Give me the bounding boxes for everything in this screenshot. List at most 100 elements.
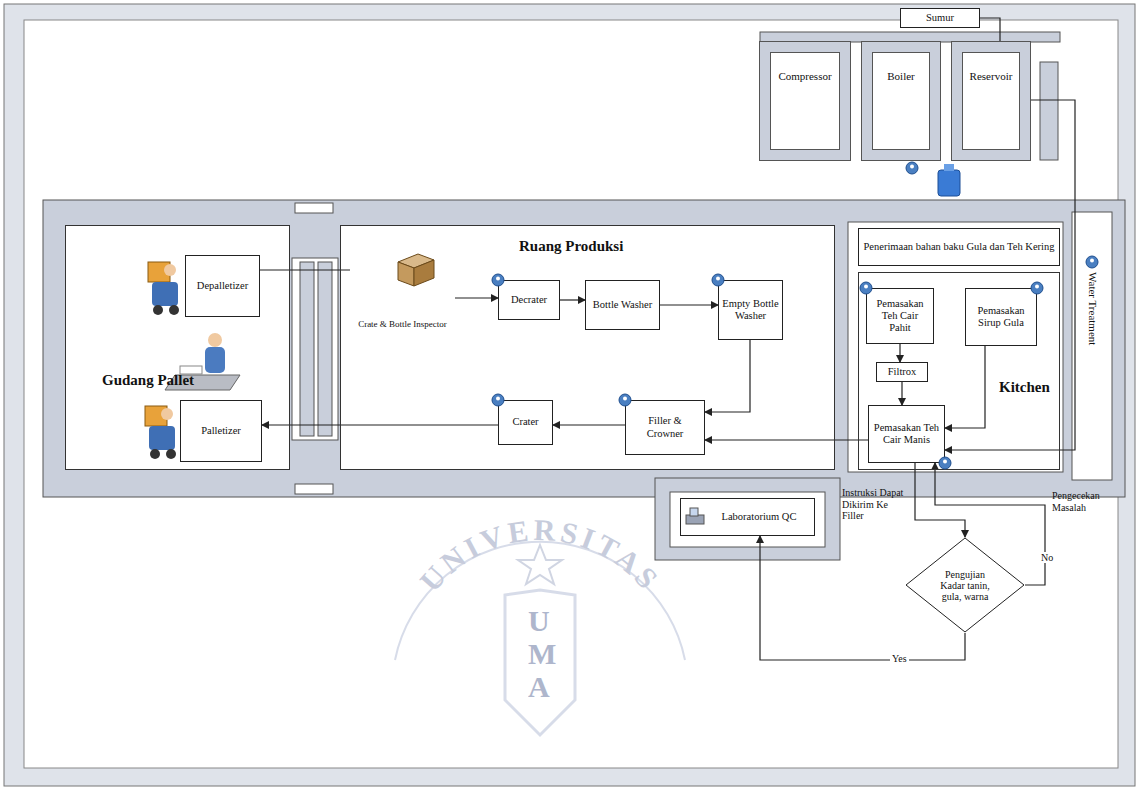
connector bbox=[262, 424, 498, 425]
station-icon bbox=[492, 274, 504, 286]
wall bbox=[300, 262, 314, 436]
kitchen-area: KitchenPemasakan Teh Cair PahitPemasakan… bbox=[858, 272, 1060, 470]
station-icon bbox=[910, 165, 914, 169]
crate-icon bbox=[414, 260, 434, 286]
node-label: Decrater bbox=[511, 294, 547, 306]
node-label: Pengujian Kadar tanin, gula, warna bbox=[934, 569, 996, 602]
station-icon bbox=[492, 394, 504, 406]
forklift-icon bbox=[145, 406, 176, 459]
area-title: Gudang Pallet bbox=[102, 372, 194, 389]
inspector-station: Crate & Bottle Inspector bbox=[350, 248, 455, 333]
station-icon bbox=[492, 274, 504, 286]
lab-floor bbox=[670, 492, 825, 547]
node-label: Palletizer bbox=[201, 425, 241, 437]
station-icon bbox=[712, 274, 724, 286]
station-icon bbox=[716, 277, 720, 281]
edge-label: No bbox=[1039, 552, 1055, 563]
note-text: Pengecekan Masalah bbox=[1052, 490, 1114, 513]
well-box: Sumur bbox=[900, 8, 980, 28]
connector bbox=[901, 382, 902, 405]
connector bbox=[455, 297, 498, 298]
corridor bbox=[292, 258, 338, 440]
connector bbox=[705, 439, 868, 440]
station-icon bbox=[619, 394, 631, 406]
station-icon bbox=[1031, 282, 1043, 294]
machine-box: Decrater bbox=[498, 280, 560, 320]
area-title: Ruang Produksi bbox=[519, 238, 623, 255]
station-icon bbox=[496, 397, 500, 401]
machine-box: Bottle Washer bbox=[585, 280, 660, 330]
connector bbox=[980, 18, 1000, 42]
utility-room: Reservoir bbox=[952, 42, 1030, 160]
connector bbox=[899, 344, 900, 362]
station-icon bbox=[906, 162, 918, 174]
connector bbox=[660, 304, 718, 305]
machine-box: Crater bbox=[498, 400, 553, 445]
node-label: Compressor bbox=[778, 70, 831, 82]
lab-wall bbox=[655, 478, 840, 560]
production-area: Ruang ProduksiCrate & Bottle InspectorDe… bbox=[340, 225, 835, 470]
utility-room: Boiler bbox=[862, 42, 940, 160]
watermark-text: UNIVERSITAS bbox=[413, 513, 667, 598]
node-label: Sumur bbox=[926, 12, 954, 24]
node-label: Boiler bbox=[887, 70, 915, 82]
station-icon bbox=[1086, 256, 1098, 268]
watermark-text: UMA bbox=[528, 604, 558, 703]
crate-icon bbox=[394, 250, 438, 290]
watermark-star bbox=[518, 545, 562, 584]
corridor bbox=[1072, 212, 1112, 480]
station-icon bbox=[492, 394, 504, 406]
decision-diamond: Pengujian Kadar tanin, gula, warna bbox=[905, 537, 1025, 633]
station-icon bbox=[1090, 259, 1094, 263]
node-label: Penerimaan bahan baku Gula dan Teh Kerin… bbox=[864, 241, 1055, 253]
connector bbox=[915, 463, 965, 537]
room-floor bbox=[65, 225, 290, 470]
lab-box: Laboratorium QC bbox=[680, 498, 815, 536]
machine-box: Palletizer bbox=[180, 400, 262, 462]
node-label: Reservoir bbox=[970, 70, 1013, 82]
node-label: Bottle Washer bbox=[593, 299, 652, 311]
utility-room: Compressor bbox=[760, 42, 850, 160]
connector bbox=[553, 424, 625, 425]
station-icon bbox=[860, 282, 872, 294]
process-box: Pemasakan Teh Cair Manis bbox=[868, 405, 945, 463]
station-icon bbox=[906, 162, 918, 174]
process-box: Pemasakan Sirup Gula bbox=[965, 288, 1037, 346]
process-box: Filtrox bbox=[876, 362, 928, 382]
connector bbox=[560, 299, 585, 300]
station-icon bbox=[860, 282, 872, 294]
station-icon bbox=[496, 277, 500, 281]
station-icon bbox=[1035, 285, 1039, 289]
process-box: Pemasakan Teh Cair Pahit bbox=[866, 288, 934, 344]
watermark-text: UNIVERSITAS bbox=[413, 513, 667, 598]
room-floor bbox=[340, 225, 835, 470]
machine-box: Empty Bottle Washer bbox=[718, 280, 783, 340]
area-title: Kitchen bbox=[999, 379, 1050, 396]
building-wall bbox=[43, 200, 1125, 497]
station-icon bbox=[623, 397, 627, 401]
station-icon bbox=[864, 285, 868, 289]
node-label: Filler & Crowner bbox=[629, 415, 701, 439]
process-box: Penerimaan bahan baku Gula dan Teh Kerin… bbox=[858, 228, 1060, 266]
node-label: Pemasakan Teh Cair Manis bbox=[872, 422, 941, 446]
forklift-icon bbox=[148, 262, 179, 315]
door bbox=[295, 484, 333, 494]
area-label: Water Treatment bbox=[1086, 272, 1099, 345]
note-text: Instruksi Dapat Dikirim Ke Filler bbox=[842, 487, 904, 522]
watermark: UNIVERSITAS bbox=[395, 513, 685, 735]
wall bbox=[318, 262, 332, 436]
crate-icon bbox=[398, 262, 414, 286]
diamond-outline bbox=[906, 538, 1024, 632]
node-label: Empty Bottle Washer bbox=[722, 298, 779, 322]
connector bbox=[945, 346, 985, 428]
station-icon bbox=[619, 394, 631, 406]
page-frame bbox=[4, 4, 1135, 786]
node-label: Pemasakan Sirup Gula bbox=[969, 305, 1033, 329]
room-floor bbox=[848, 222, 1063, 472]
station-icon bbox=[939, 457, 951, 469]
station-icon bbox=[943, 460, 947, 464]
node-label: Laboratorium QC bbox=[722, 511, 797, 523]
node-label: Pemasakan Teh Cair Pahit bbox=[870, 298, 930, 334]
station-icon bbox=[712, 274, 724, 286]
